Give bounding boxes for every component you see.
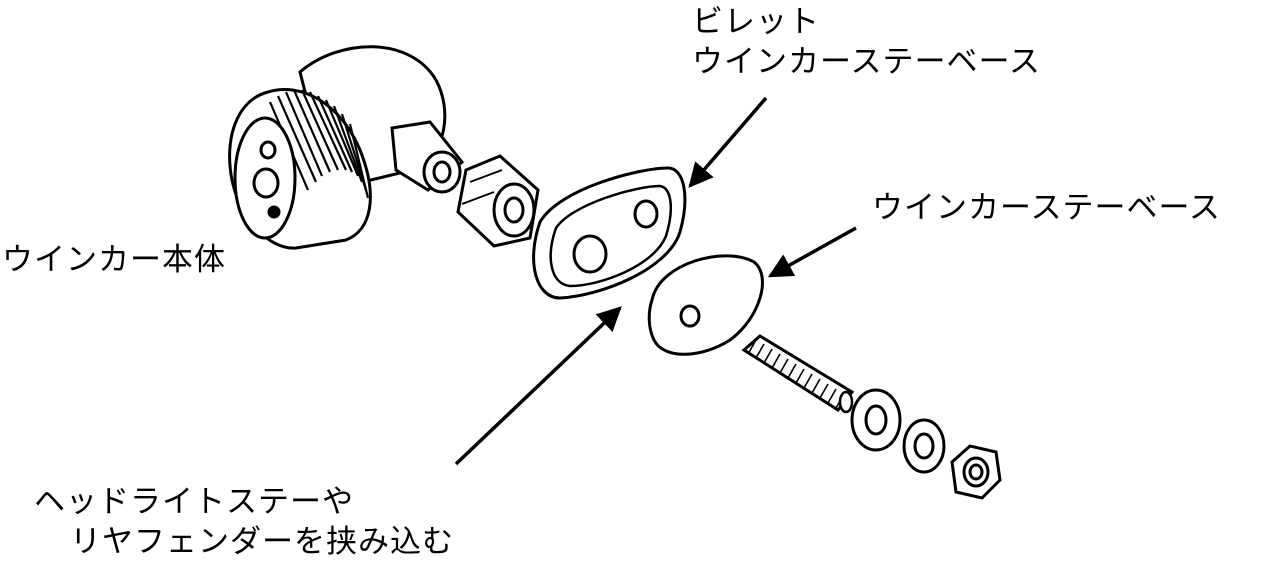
label-clamp-line2: リヤフェンダーを挟み込む bbox=[70, 524, 454, 560]
stay-base-plate-part bbox=[647, 254, 764, 356]
flat-washer-part bbox=[850, 388, 902, 452]
spring-washer-part bbox=[902, 418, 946, 474]
rubber-bushing-part bbox=[456, 154, 540, 248]
label-clamp-line1: ヘッドライトステーや bbox=[34, 484, 354, 520]
label-clamp-note: ヘッドライトステーや リヤフェンダーを挟み込む bbox=[34, 482, 454, 562]
leader-arrows bbox=[454, 96, 857, 466]
billet-stay-base-part bbox=[532, 166, 687, 300]
knurled-ring bbox=[268, 89, 370, 199]
label-stay-base: ウインカーステーベース bbox=[872, 190, 1221, 226]
label-billet-line1: ビレット bbox=[692, 4, 820, 40]
hex-nut-part bbox=[950, 444, 1002, 500]
arrow-to-billet-base bbox=[688, 96, 768, 188]
winker-body-part bbox=[228, 45, 465, 250]
label-billet-stay-base: ビレット ウインカーステーベース bbox=[692, 2, 1041, 82]
arrow-to-stay-base bbox=[767, 226, 857, 278]
label-winker-body: ウインカー本体 bbox=[2, 242, 226, 278]
label-billet-line2: ウインカーステーベース bbox=[692, 44, 1041, 80]
threaded-bolt-part bbox=[741, 334, 855, 414]
arrow-to-clamp-gap bbox=[454, 306, 622, 466]
